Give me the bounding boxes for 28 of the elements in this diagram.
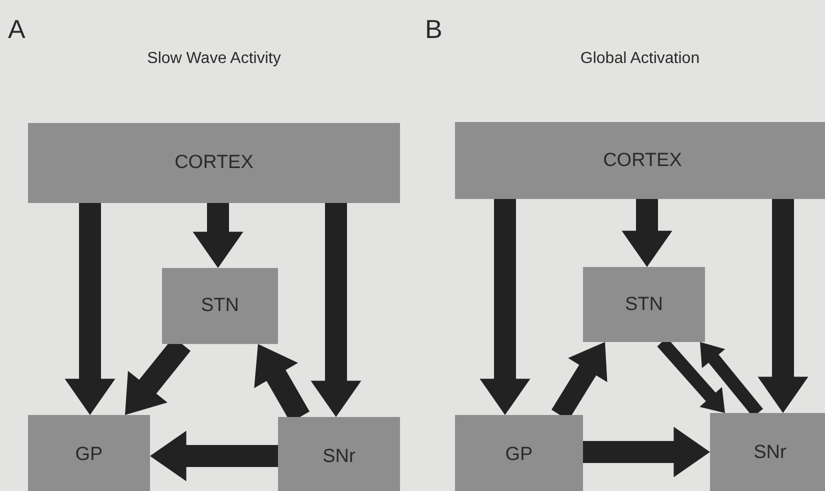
arrow <box>758 199 808 413</box>
region-name: SNr <box>754 442 786 464</box>
region-box <box>28 123 400 203</box>
region-box <box>710 413 825 491</box>
region-box <box>278 417 400 491</box>
region-name: GP <box>505 444 533 466</box>
arrow <box>192 203 244 268</box>
region-box <box>455 415 583 491</box>
region-box <box>162 268 278 344</box>
region-box <box>583 267 705 342</box>
region-name: STN <box>625 294 663 316</box>
arrow <box>480 199 530 415</box>
region-name: CORTEX <box>603 150 682 172</box>
panel-letter: A <box>8 14 26 45</box>
region-box <box>28 415 150 491</box>
panel-letter: B <box>425 14 442 45</box>
panel-title: Slow Wave Activity <box>147 50 281 68</box>
region-name: STN <box>201 295 239 317</box>
arrow <box>583 426 710 478</box>
region-name: SNr <box>322 446 356 468</box>
region-name: GP <box>75 444 103 466</box>
arrow <box>64 203 116 415</box>
arrow <box>622 199 672 267</box>
arrow <box>310 203 362 417</box>
arrow <box>150 430 278 482</box>
region-name: CORTEX <box>174 152 254 174</box>
region-box <box>455 122 825 199</box>
panel-title: Global Activation <box>580 50 700 68</box>
